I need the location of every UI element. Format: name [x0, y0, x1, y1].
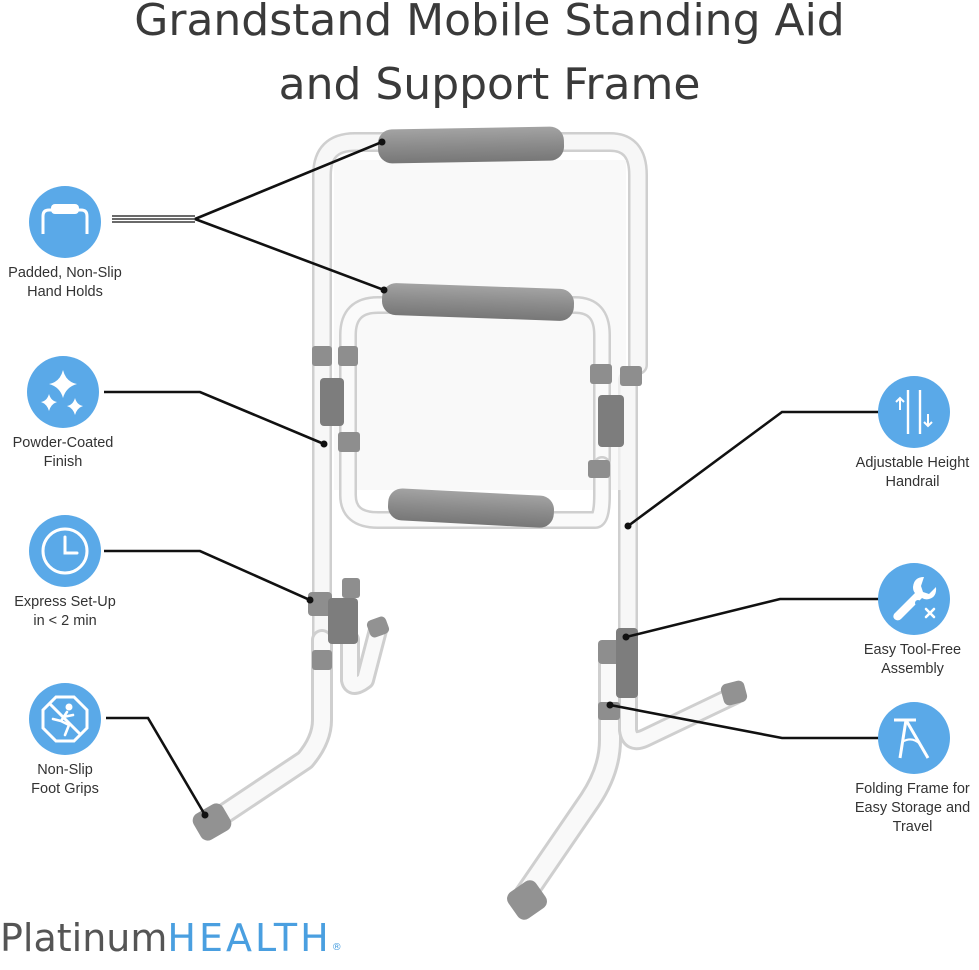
- feature-label-line: Assembly: [881, 661, 944, 677]
- feature-tool-free-assembly: Easy Tool-Free Assembly: [846, 563, 979, 679]
- callout-lines: [104, 140, 880, 816]
- clock-icon: [29, 515, 101, 587]
- frame-legs: [204, 620, 745, 907]
- feature-express-setup: Express Set-Up in < 2 min: [0, 515, 130, 631]
- feature-label-line: Handrail: [885, 474, 940, 490]
- frame-clamps: [308, 346, 642, 720]
- brand-part-2: HEALTH: [167, 916, 332, 960]
- height-adjust-icon: [878, 376, 950, 448]
- feature-label-line: Easy Tool-Free: [863, 642, 962, 658]
- feature-label-line: Adjustable Height: [855, 455, 970, 471]
- feature-folding-frame: Folding Frame for Easy Storage and Trave…: [846, 702, 979, 837]
- title-line-2: and Support Frame: [278, 59, 701, 110]
- page-title: Grandstand Mobile Standing Aid and Suppo…: [0, 0, 979, 112]
- hand-hold-icon: [29, 186, 101, 258]
- feature-padded-hand-holds: Padded, Non-Slip Hand Holds: [0, 186, 130, 302]
- feature-label-line: in < 2 min: [33, 613, 97, 629]
- no-slip-icon: [29, 683, 101, 755]
- feature-label-line: Foot Grips: [31, 781, 99, 797]
- platinum-health-logo: PlatinumHEALTH®: [0, 908, 440, 968]
- frame-panel: [334, 160, 626, 490]
- registered-mark: ®: [331, 942, 342, 953]
- feature-label-line: Easy Storage and: [854, 800, 971, 816]
- feature-label-line: Express Set-Up: [14, 594, 116, 610]
- feature-label-line: Padded, Non-Slip: [8, 265, 122, 281]
- feature-label-line: Folding Frame for: [855, 781, 970, 797]
- feature-label-line: Hand Holds: [27, 284, 103, 300]
- hand-hold-pads: [377, 126, 575, 528]
- feature-label-line: Powder-Coated: [12, 435, 114, 451]
- sparkle-icon: [27, 356, 99, 428]
- feature-label-line: Non-Slip: [37, 762, 93, 778]
- feature-non-slip-grips: Non-Slip Foot Grips: [0, 683, 130, 799]
- brand-part-1: Platinum: [0, 916, 168, 960]
- feature-powder-coated: Powder-Coated Finish: [0, 356, 126, 472]
- feature-label-line: Travel: [892, 819, 933, 835]
- title-line-1: Grandstand Mobile Standing Aid: [134, 0, 845, 46]
- callout-dots: [201, 138, 632, 819]
- wrench-icon: [878, 563, 950, 635]
- folding-frame-icon: [878, 702, 950, 774]
- feature-label-line: Finish: [43, 454, 83, 470]
- feature-adjustable-height: Adjustable Height Handrail: [846, 376, 979, 492]
